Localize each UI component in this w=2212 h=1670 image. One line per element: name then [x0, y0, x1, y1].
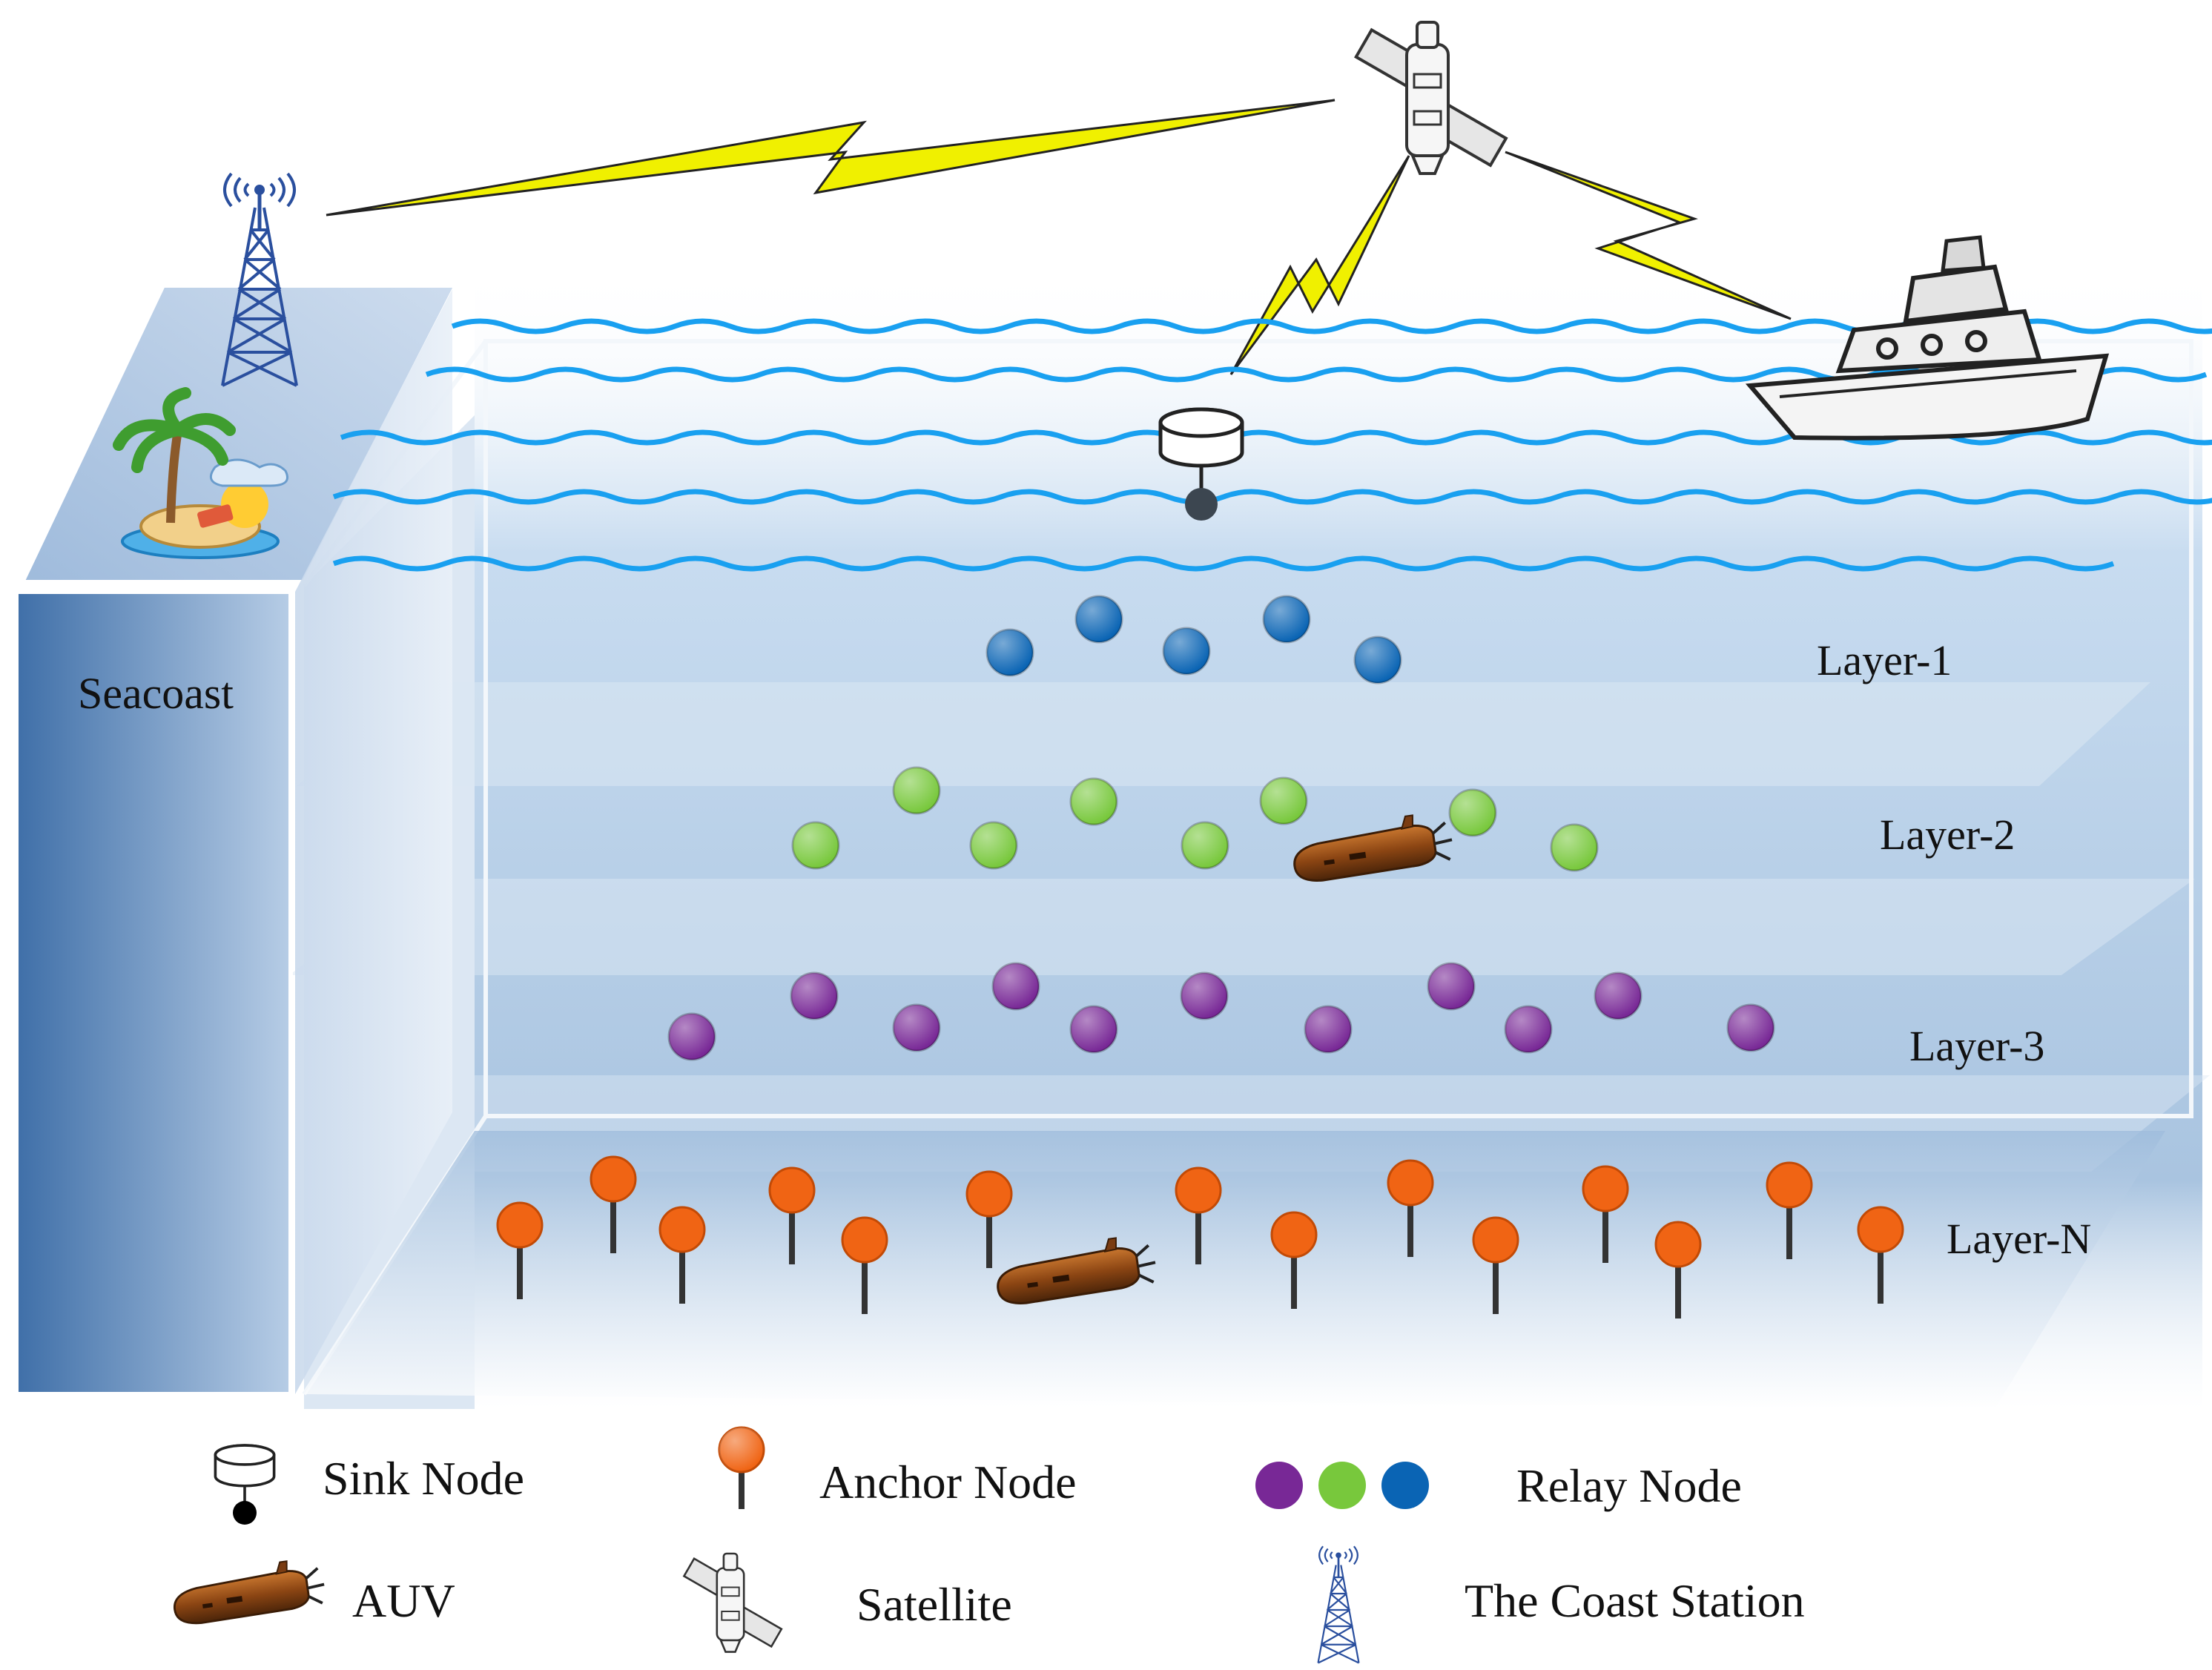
satellite-ship-link — [1505, 151, 1792, 320]
legend-relay-node: Relay Node — [1255, 1459, 1742, 1512]
relay-node-icon-green — [1318, 1462, 1366, 1509]
relay-node-highlight — [1071, 1006, 1117, 1052]
satellite-sink-link — [1229, 155, 1410, 375]
relay-node-highlight — [1355, 637, 1401, 683]
relay-node-highlight — [1071, 779, 1117, 825]
relay-node-icon-blue — [1381, 1462, 1429, 1509]
relay-node-highlight — [1428, 963, 1474, 1009]
sink-node-icon — [214, 1444, 276, 1510]
relay-nodes-layer-1 — [986, 595, 1402, 684]
legend-auv: AUV — [168, 1554, 455, 1628]
anchor-node — [658, 1206, 706, 1253]
legend-coast-station-label: The Coast Station — [1465, 1574, 1805, 1627]
auv-icon — [168, 1554, 329, 1628]
relay-node-icon-purple — [1255, 1462, 1303, 1509]
anchor-node — [768, 1166, 816, 1214]
relay-node-highlight — [894, 1005, 940, 1051]
layer-label-2: Layer-2 — [1880, 811, 2015, 859]
seabed-layer — [304, 1131, 2165, 1409]
legend: Sink Node Anchor Node Relay Node AUV Sat… — [168, 1428, 1805, 1664]
anchor-node — [1387, 1159, 1434, 1207]
relay-node-highlight — [1261, 778, 1307, 824]
relay-node-highlight — [971, 822, 1017, 868]
coast-station-legend-icon — [1317, 1545, 1360, 1664]
wave-line — [332, 489, 2212, 505]
legend-anchor-node-label: Anchor Node — [819, 1456, 1077, 1508]
layer-plane-2 — [289, 879, 2195, 975]
anchor-node — [1175, 1166, 1222, 1214]
relay-node-highlight — [1076, 596, 1122, 642]
relay-node-highlight — [1182, 822, 1228, 868]
legend-anchor-node: Anchor Node — [719, 1428, 1077, 1509]
relay-node-highlight — [1551, 825, 1597, 871]
relay-node-highlight — [1505, 1006, 1551, 1052]
anchor-node — [965, 1170, 1013, 1218]
anchor-node — [1766, 1161, 1813, 1209]
layer-label-n: Layer-N — [1947, 1215, 2091, 1263]
legend-sink-node-label: Sink Node — [323, 1452, 524, 1505]
relay-node-highlight — [669, 1014, 715, 1060]
legend-auv-label: AUV — [352, 1574, 455, 1627]
relay-node-highlight — [987, 630, 1033, 676]
satellite-icon — [1354, 21, 1508, 175]
relay-node-highlight — [1181, 973, 1227, 1019]
water-volume — [289, 267, 2210, 1409]
tower-satellite-link — [326, 99, 1336, 217]
sink-node — [1161, 409, 1242, 521]
legend-satellite: Satellite — [683, 1552, 1012, 1653]
anchor-node — [590, 1155, 637, 1203]
layer-label-1: Layer-1 — [1817, 636, 1952, 684]
relay-node-highlight — [791, 973, 837, 1019]
relay-node-highlight — [1305, 1006, 1351, 1052]
anchor-node — [1270, 1211, 1318, 1258]
relay-nodes-layer-2 — [791, 766, 1599, 872]
anchor-nodes-layer-n — [496, 1155, 1904, 1318]
anchor-node — [496, 1201, 544, 1249]
relay-node-highlight — [1264, 596, 1310, 642]
anchor-node — [1582, 1165, 1629, 1212]
layer-plane-1 — [297, 682, 2150, 786]
legend-satellite-label: Satellite — [856, 1578, 1012, 1631]
anchor-node — [1857, 1206, 1904, 1253]
anchor-node — [1654, 1221, 1702, 1268]
relay-nodes-layer-3 — [667, 962, 1775, 1061]
legend-coast-station: The Coast Station — [1317, 1545, 1805, 1664]
anchor-node-icon — [719, 1428, 764, 1509]
relay-node-highlight — [1595, 973, 1641, 1019]
legend-relay-node-label: Relay Node — [1516, 1459, 1742, 1512]
relay-node-highlight — [1450, 790, 1496, 836]
layer-label-3: Layer-3 — [1909, 1022, 2044, 1070]
radio-links — [326, 99, 1792, 375]
seacoast-label: Seacoast — [78, 669, 234, 718]
relay-node-highlight — [793, 822, 839, 868]
island-icon — [113, 387, 288, 559]
relay-node-highlight — [1728, 1005, 1774, 1051]
anchor-node — [841, 1216, 888, 1264]
relay-node-highlight — [894, 768, 940, 813]
legend-sink-node: Sink Node — [214, 1444, 524, 1525]
anchor-node — [1472, 1216, 1519, 1264]
wave-line — [332, 555, 2115, 572]
relay-node-highlight — [1163, 628, 1209, 674]
satellite-legend-icon — [683, 1552, 783, 1653]
relay-node-highlight — [993, 963, 1039, 1009]
